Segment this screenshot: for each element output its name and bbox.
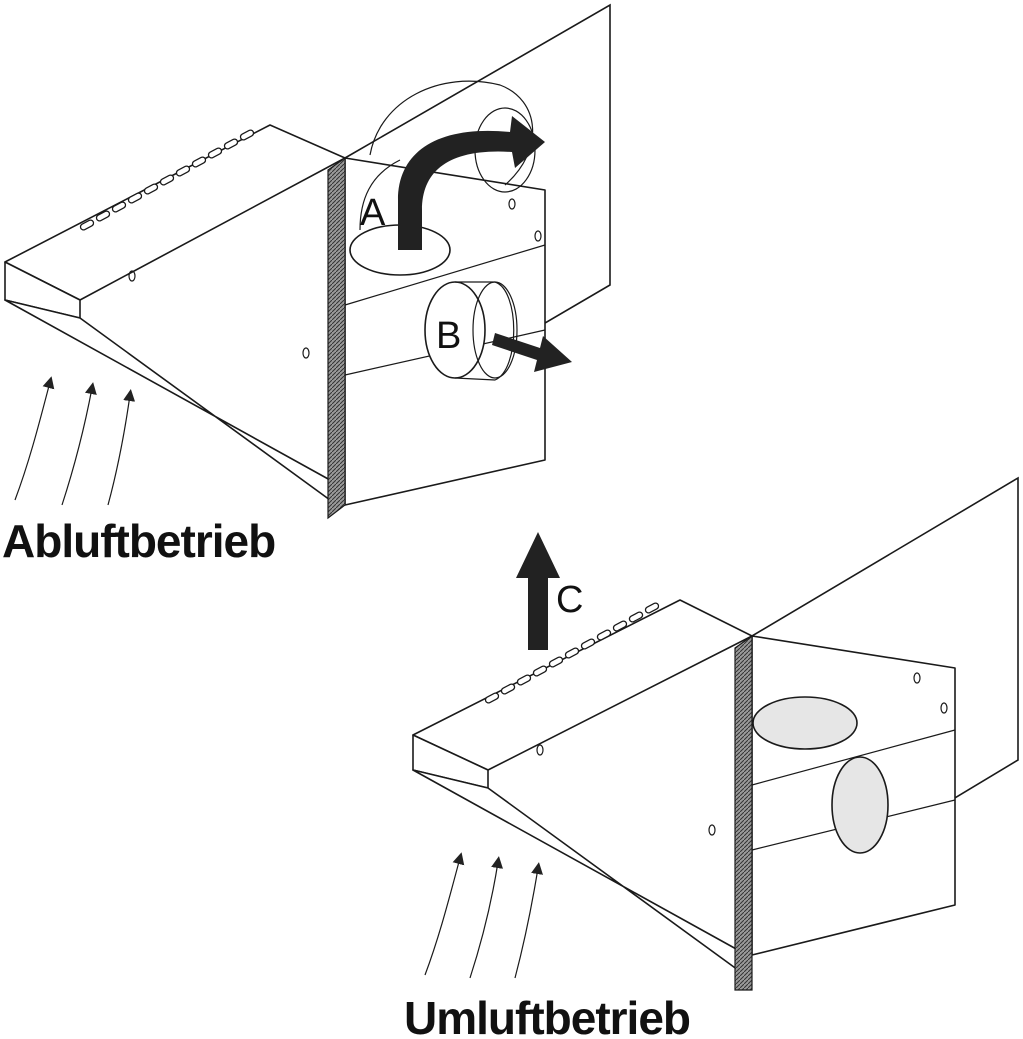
top-port-closed bbox=[752, 696, 858, 750]
vent-slots-bottom bbox=[484, 602, 660, 704]
port-a-label: A bbox=[360, 192, 386, 234]
vent-slots-top bbox=[79, 129, 255, 231]
recirculation-mode-hood bbox=[412, 476, 1019, 991]
recirculation-mode-label: Umluftbetrieb bbox=[404, 992, 690, 1039]
intake-airflow-arrows-top bbox=[14, 376, 136, 506]
exhaust-mode-label: Abluftbetrieb bbox=[2, 515, 275, 567]
hood-top-surface-bottom bbox=[412, 599, 753, 771]
hood-top-surface bbox=[4, 124, 346, 301]
arrow-c-recirculation bbox=[516, 532, 560, 650]
exhaust-mode-hood: A B bbox=[4, 3, 611, 520]
hood-front-panel bbox=[4, 299, 331, 501]
port-b-label: B bbox=[436, 315, 461, 357]
wall-edge-bottom bbox=[734, 634, 753, 991]
hood-front-panel-bottom bbox=[412, 769, 739, 971]
port-c-label: C bbox=[556, 579, 583, 621]
intake-airflow-arrows-bottom bbox=[424, 852, 543, 979]
arrow-a-exhaust bbox=[398, 116, 545, 250]
arrow-b-exhaust bbox=[492, 333, 572, 372]
front-port-closed bbox=[831, 756, 889, 854]
wall-edge-top bbox=[327, 156, 346, 520]
